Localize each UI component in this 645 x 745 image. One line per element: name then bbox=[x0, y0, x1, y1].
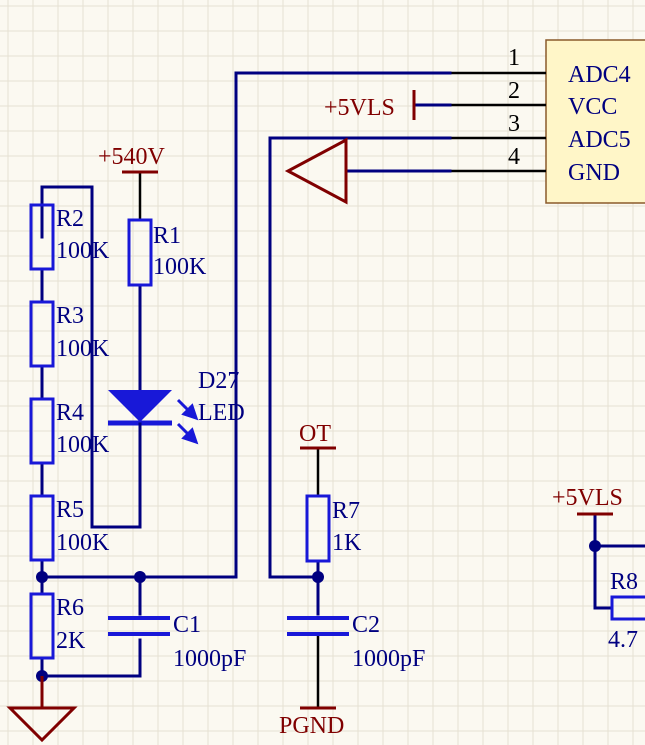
capacitor-value: 1000pF bbox=[173, 646, 246, 672]
resistor-r5[interactable]: R5 100K bbox=[29, 494, 110, 562]
resistor-value: 1K bbox=[332, 530, 362, 556]
connector-pin-2-label: VCC bbox=[568, 94, 617, 120]
resistor-r1[interactable]: R1 100K bbox=[127, 172, 207, 287]
resistor-value: 100K bbox=[56, 336, 110, 362]
resistor-ref: R3 bbox=[56, 303, 84, 329]
resistor-body bbox=[29, 592, 55, 660]
resistor-body bbox=[127, 218, 153, 287]
power-port-5vls-vcc[interactable]: +5VLS bbox=[324, 90, 416, 121]
resistor-ref: R8 bbox=[610, 569, 638, 595]
led-d27[interactable]: D27 LED bbox=[108, 368, 245, 464]
led-triangle bbox=[108, 390, 172, 422]
resistor-ref: R5 bbox=[56, 497, 84, 523]
resistor-r7[interactable]: R7 1K bbox=[305, 448, 362, 563]
junction-dot bbox=[589, 540, 601, 552]
connector-body bbox=[545, 39, 645, 204]
power-label: PGND bbox=[279, 713, 344, 739]
resistor-ref: R6 bbox=[56, 595, 84, 621]
resistor-r3[interactable]: R3 100K bbox=[29, 300, 110, 368]
net-label-ot[interactable]: OT bbox=[299, 421, 336, 450]
junctions bbox=[36, 540, 601, 682]
resistor-ref: R2 bbox=[56, 206, 84, 232]
ground-symbol-gnd-pin[interactable] bbox=[284, 137, 348, 205]
connector-pin-2-number: 2 bbox=[508, 78, 520, 104]
capacitor-c2[interactable]: C2 1000pF bbox=[287, 612, 425, 708]
resistor-value: 100K bbox=[56, 238, 110, 264]
resistor-value: 100K bbox=[56, 432, 110, 458]
capacitor-ref: C2 bbox=[352, 612, 380, 638]
resistor-value: 4.7 bbox=[608, 627, 638, 653]
led-value: LED bbox=[198, 400, 245, 426]
resistor-value: 2K bbox=[56, 628, 86, 654]
junction-dot bbox=[36, 571, 48, 583]
resistor-r8[interactable]: R8 4.7 bbox=[608, 569, 645, 653]
resistor-body bbox=[610, 595, 645, 621]
capacitor-value: 1000pF bbox=[352, 646, 425, 672]
connector-pin-1-number: 1 bbox=[508, 45, 520, 71]
resistor-body bbox=[29, 300, 55, 368]
ground-icon bbox=[284, 137, 348, 205]
resistor-value: 100K bbox=[56, 530, 110, 556]
junction-dot bbox=[134, 571, 146, 583]
power-port-5vls-right[interactable]: +5VLS bbox=[552, 485, 623, 516]
power-label: +5VLS bbox=[552, 485, 623, 511]
power-port-540v[interactable]: +540V bbox=[98, 144, 166, 174]
resistor-body bbox=[29, 203, 55, 271]
resistor-ref: R7 bbox=[332, 498, 360, 524]
connector-pin-4-number: 4 bbox=[508, 144, 520, 170]
connector-pin-1-label: ADC4 bbox=[568, 62, 631, 88]
ground-icon bbox=[6, 706, 78, 743]
resistor-ref: R4 bbox=[56, 400, 84, 426]
power-label: OT bbox=[299, 421, 331, 447]
resistor-r2[interactable]: R2 100K bbox=[29, 203, 110, 271]
junction-dot bbox=[312, 571, 324, 583]
connector-pin-4-label: GND bbox=[568, 160, 620, 186]
capacitor-ref: C1 bbox=[173, 612, 201, 638]
connector-pin-3-label: ADC5 bbox=[568, 127, 631, 153]
wire-adc5-net bbox=[268, 136, 452, 579]
power-label: +5VLS bbox=[324, 95, 395, 121]
led-light-arrows-icon bbox=[176, 398, 199, 445]
connector-header[interactable]: 1 2 3 4 ADC4 VCC ADC5 GND bbox=[450, 39, 645, 204]
wire-divider-loop bbox=[40, 185, 142, 529]
resistor-value: 100K bbox=[153, 254, 207, 280]
resistor-body bbox=[305, 494, 331, 563]
resistor-body bbox=[29, 494, 55, 562]
resistor-body bbox=[29, 397, 55, 465]
led-ref: D27 bbox=[198, 368, 239, 394]
connector-pin-3-number: 3 bbox=[508, 111, 520, 137]
resistor-ref: R1 bbox=[153, 223, 181, 249]
wire-r6-c1-bottom bbox=[40, 638, 142, 678]
resistor-r6[interactable]: R6 2K bbox=[29, 592, 86, 660]
resistor-r4[interactable]: R4 100K bbox=[29, 397, 110, 465]
capacitor-c1[interactable]: C1 1000pF bbox=[108, 612, 246, 672]
ground-symbol-left[interactable] bbox=[6, 676, 78, 743]
ground-port-pgnd[interactable]: PGND bbox=[279, 706, 344, 739]
power-label: +540V bbox=[98, 144, 166, 170]
